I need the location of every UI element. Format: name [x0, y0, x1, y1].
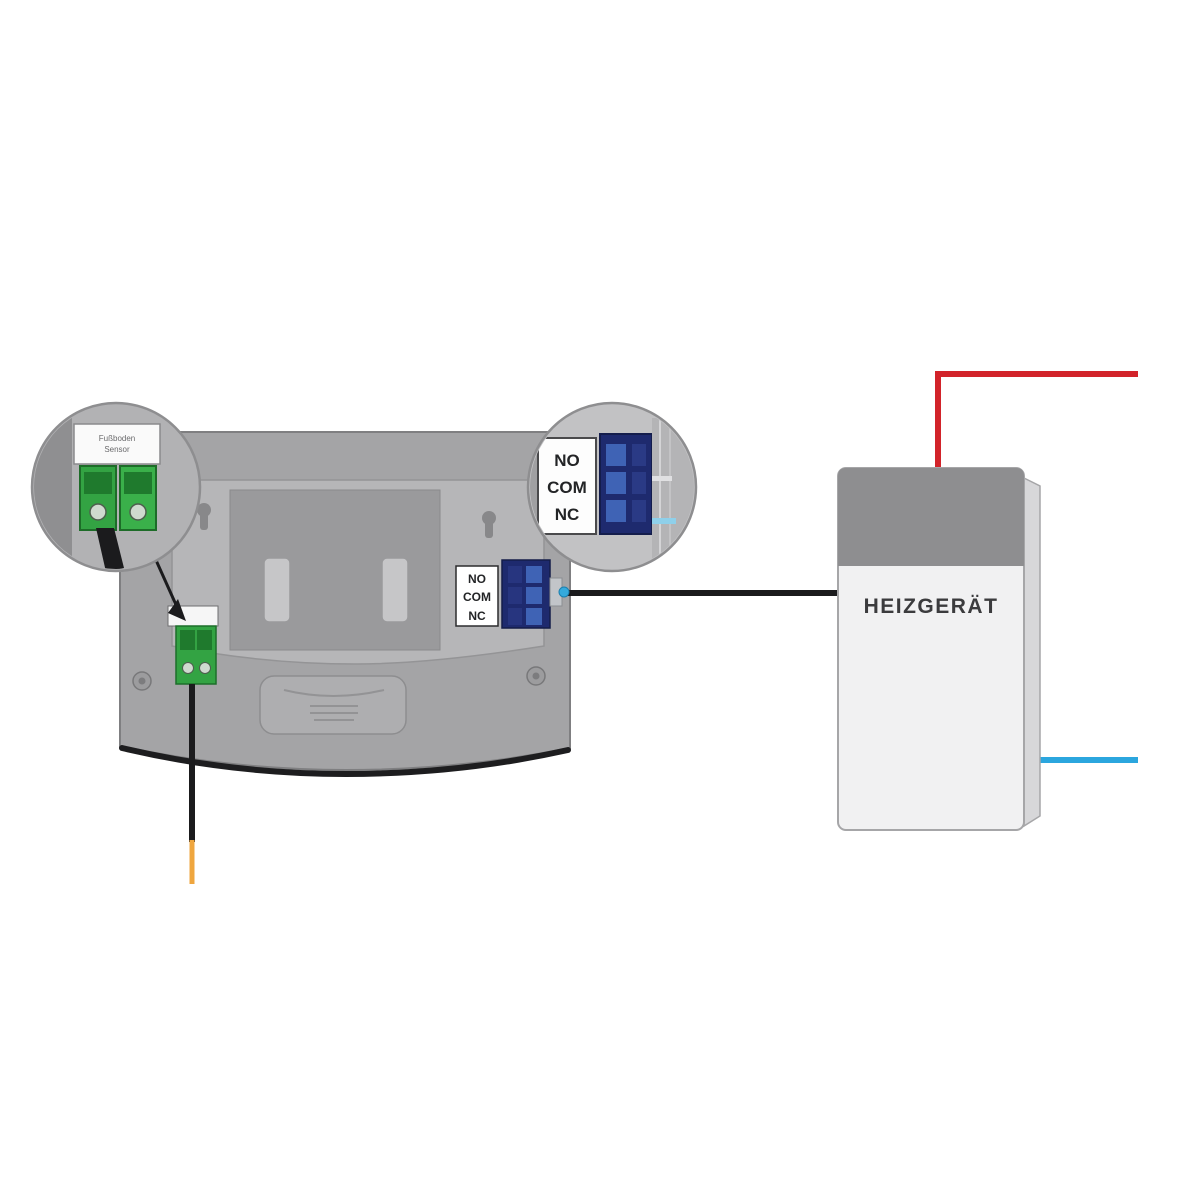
heater-side-face: [1023, 476, 1041, 828]
sensor-callout-device-edge: [34, 405, 72, 569]
sensor-callout-tag: [73, 423, 161, 465]
relay-callout-tag: [537, 437, 597, 535]
relay-callout-terminal: [599, 433, 653, 535]
callout-com-label: COM: [547, 478, 587, 497]
relay-wire-ferrule: [558, 586, 570, 598]
sensor-tag-line2: Sensor: [104, 445, 130, 454]
sensor-terminal-block: [167, 605, 219, 685]
callout-no-label: NO: [554, 451, 580, 470]
heater-label: HEIZGERÄT: [864, 595, 999, 618]
heater-top-band: [838, 468, 1024, 566]
relay-terminal-block: NO COM NC: [455, 559, 551, 629]
relay-callout: NO COM NC: [526, 401, 698, 573]
thermostat-backplate: NO COM NC: [119, 431, 571, 778]
mounting-screw-right: [526, 666, 546, 686]
sensor-tag-line1: Fußboden: [99, 434, 135, 443]
sensor-callout-wire: [96, 528, 124, 569]
relay-terminal-tag: [455, 565, 499, 627]
device-com-label: COM: [463, 590, 491, 604]
thermostat-bottom-edge: [119, 745, 571, 778]
callout-nc-label: NC: [555, 505, 580, 524]
keyhole-mount-left: [197, 503, 211, 530]
heater-unit: HEIZGERÄT: [837, 467, 1041, 831]
sensor-callout-terminal: [79, 465, 157, 531]
device-no-label: NO: [468, 572, 486, 586]
clip-tab-right: [381, 557, 409, 623]
clip-tab-left: [263, 557, 291, 623]
battery-cover: [259, 675, 407, 735]
device-nc-label: NC: [468, 609, 486, 623]
keyhole-mount-right: [482, 511, 496, 538]
mounting-screw-left: [132, 671, 152, 691]
red-wire: [935, 371, 1138, 480]
